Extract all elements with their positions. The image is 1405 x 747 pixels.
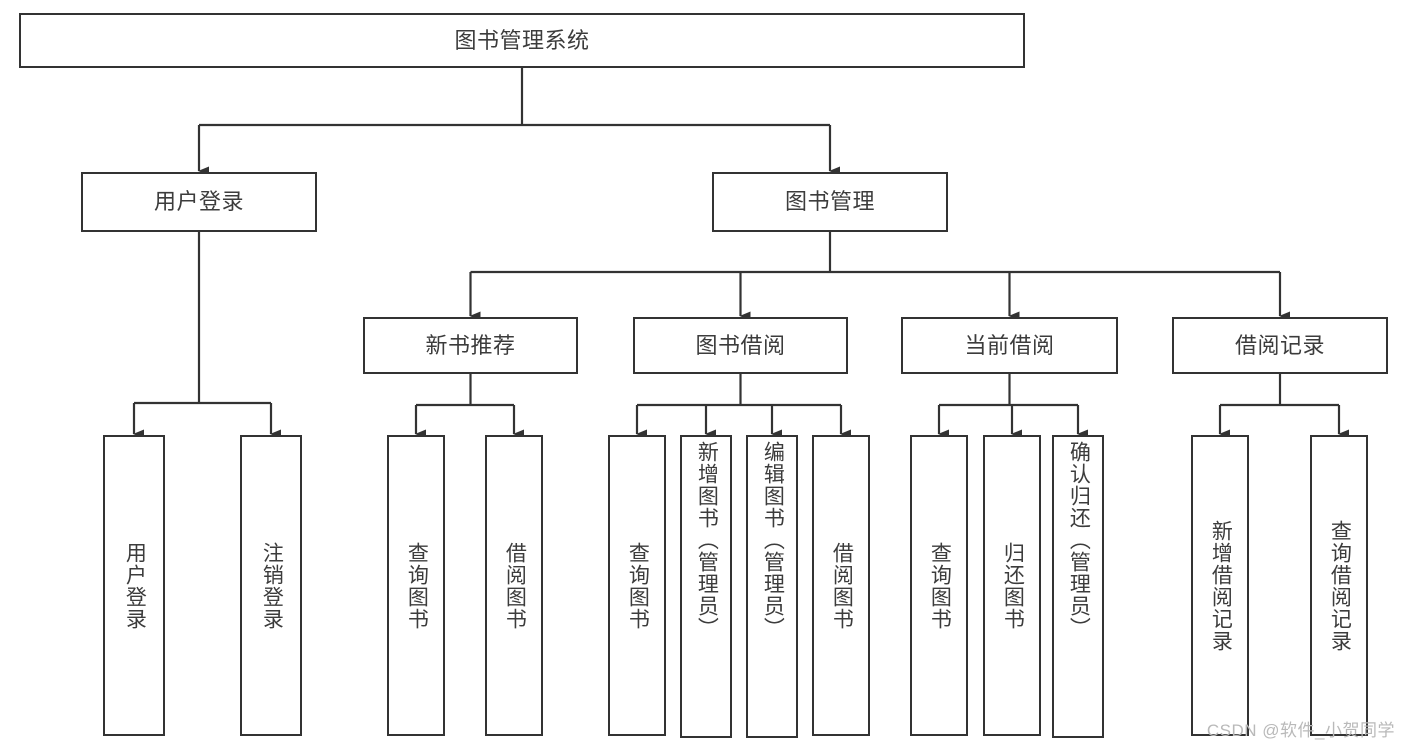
node-label: 借阅记录 xyxy=(1234,332,1325,358)
node-leaf_3[interactable]: 借阅图书 xyxy=(485,435,543,736)
node-label: 新增图书（管理员） xyxy=(695,441,719,639)
node-l3_2[interactable]: 当前借阅 xyxy=(901,317,1118,374)
node-label: 查询图书 xyxy=(928,541,952,630)
edge-layer xyxy=(132,68,1349,439)
node-l3_1[interactable]: 图书借阅 xyxy=(633,317,848,374)
node-l2_1[interactable]: 图书管理 xyxy=(712,172,948,232)
node-label: 确认归还（管理员） xyxy=(1067,441,1091,639)
node-l2_0[interactable]: 用户登录 xyxy=(81,172,317,232)
node-leaf_5[interactable]: 新增图书（管理员） xyxy=(680,435,732,738)
node-leaf_10[interactable]: 确认归还（管理员） xyxy=(1052,435,1104,738)
node-leaf_7[interactable]: 借阅图书 xyxy=(812,435,870,736)
node-leaf_4[interactable]: 查询图书 xyxy=(608,435,666,736)
node-label: 注销登录 xyxy=(260,541,284,630)
node-l3_0[interactable]: 新书推荐 xyxy=(363,317,578,374)
node-leaf_2[interactable]: 查询图书 xyxy=(387,435,445,736)
node-label: 查询借阅记录 xyxy=(1328,519,1352,652)
node-leaf_11[interactable]: 新增借阅记录 xyxy=(1191,435,1249,736)
node-l3_3[interactable]: 借阅记录 xyxy=(1172,317,1388,374)
node-label: 借阅图书 xyxy=(503,541,527,630)
node-label: 图书管理系统 xyxy=(454,27,590,53)
node-label: 归还图书 xyxy=(1001,541,1025,630)
node-leaf_9[interactable]: 归还图书 xyxy=(983,435,1041,736)
node-label: 图书借阅 xyxy=(695,332,786,358)
node-label: 新书推荐 xyxy=(425,332,516,358)
node-label: 用户登录 xyxy=(123,541,147,630)
node-label: 当前借阅 xyxy=(964,332,1055,358)
node-label: 查询图书 xyxy=(626,541,650,630)
node-leaf_1[interactable]: 注销登录 xyxy=(240,435,302,736)
node-leaf_8[interactable]: 查询图书 xyxy=(910,435,968,736)
node-label: 图书管理 xyxy=(784,189,875,215)
watermark-text: CSDN @软件_小贺同学 xyxy=(1206,721,1395,740)
node-label: 借阅图书 xyxy=(830,541,854,630)
node-root[interactable]: 图书管理系统 xyxy=(19,13,1025,68)
node-leaf_6[interactable]: 编辑图书（管理员） xyxy=(746,435,798,738)
node-leaf_0[interactable]: 用户登录 xyxy=(103,435,165,736)
node-label: 用户登录 xyxy=(153,189,244,215)
node-label: 编辑图书（管理员） xyxy=(761,441,785,639)
node-label: 新增借阅记录 xyxy=(1209,519,1233,652)
node-leaf_12[interactable]: 查询借阅记录 xyxy=(1310,435,1368,736)
node-label: 查询图书 xyxy=(405,541,429,630)
